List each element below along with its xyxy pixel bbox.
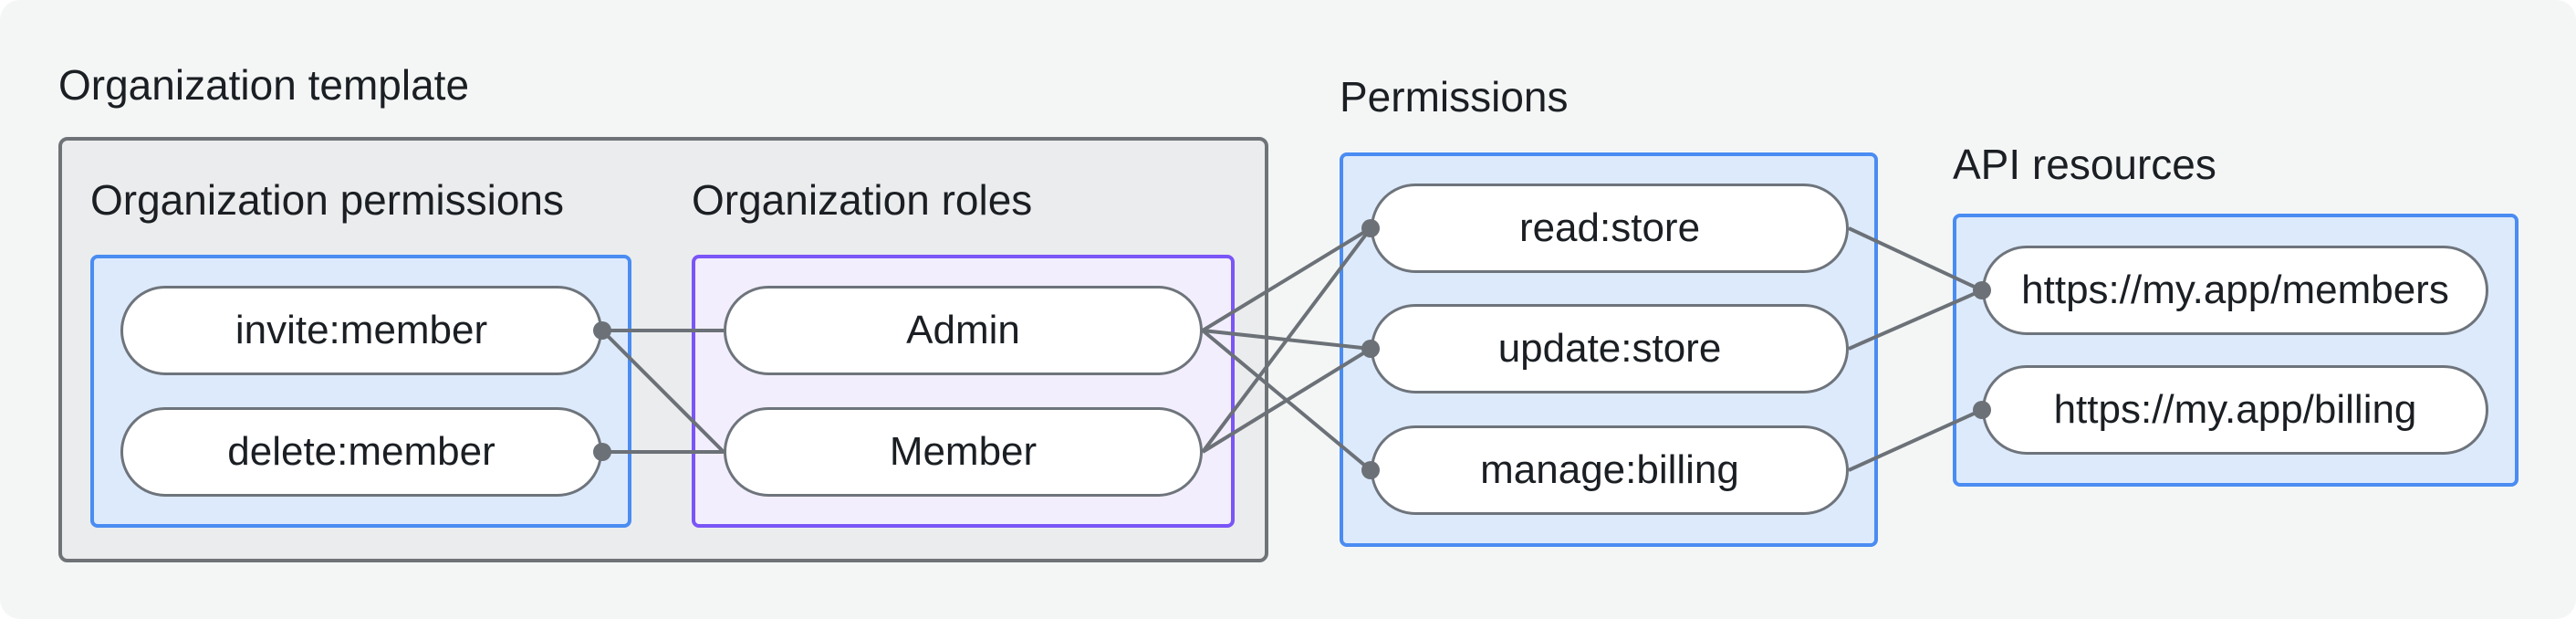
permissions-label: Permissions xyxy=(1340,73,1569,121)
node-delete-member: delete:member xyxy=(120,407,602,497)
node-api-billing-url: https://my.app/billing xyxy=(1982,365,2488,455)
node-invite-member: invite:member xyxy=(120,286,602,375)
node-read-store: read:store xyxy=(1371,184,1849,273)
node-api-members-url: https://my.app/members xyxy=(1982,246,2488,335)
organization-template-title: Organization template xyxy=(58,61,470,109)
node-admin-role: Admin xyxy=(724,286,1203,375)
node-update-store: update:store xyxy=(1371,304,1849,393)
organization-permissions-label: Organization permissions xyxy=(90,176,565,224)
node-manage-billing: manage:billing xyxy=(1371,425,1849,515)
api-resources-label: API resources xyxy=(1953,141,2216,188)
organization-roles-label: Organization roles xyxy=(692,176,1033,224)
node-member-role: Member xyxy=(724,407,1203,497)
